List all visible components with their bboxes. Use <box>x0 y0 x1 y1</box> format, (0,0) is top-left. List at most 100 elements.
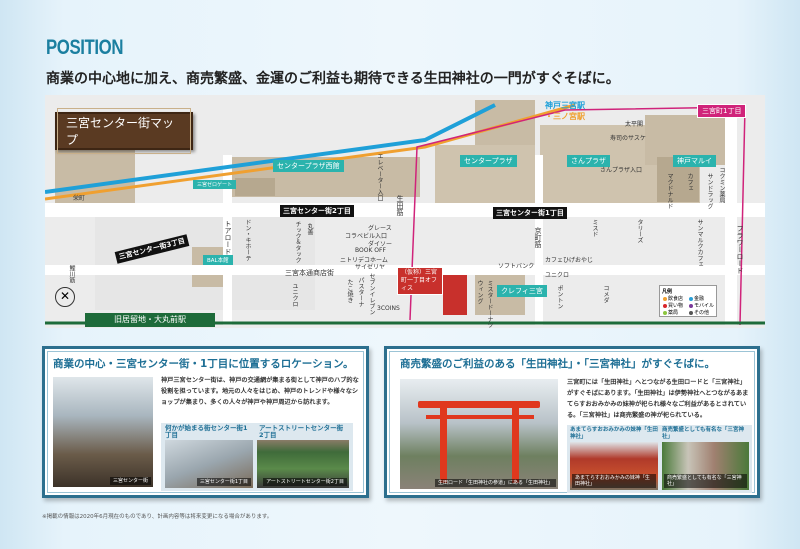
shop-label: カフェ <box>686 173 693 191</box>
ikuta-road-torii-photo: 生田ロード「生田神社の参道」にある「生田神社」 <box>400 379 558 489</box>
shop-label: ソフトバンク <box>498 263 535 270</box>
panel-title: 商業の中心・三宮センター街・1丁目に位置するロケーション。 <box>53 358 354 370</box>
sub-photo-title: あまてらすおおみかみの妹神「生田神社」 <box>570 427 658 440</box>
shop-label: ドン・キホーテ <box>244 219 251 261</box>
photo-caption: 三宮センター街1丁目 <box>196 478 251 486</box>
panel-title: 商売繁盛のご利益のある「生田神社」・「三宮神社」がすぐそばに。 <box>400 358 715 370</box>
legend-label: 薬局 <box>668 310 679 316</box>
torii-pillar <box>440 403 447 483</box>
torii-pillar <box>512 403 519 483</box>
shrine-panel: 商売繁盛のご利益のある「生田神社」・「三宮神社」がすぐそばに。 生田ロード「生田… <box>384 346 760 498</box>
shop-label: ユニクロ <box>291 283 298 307</box>
shop-label: マクドナルド <box>666 173 673 209</box>
legend-label: その他 <box>694 310 710 316</box>
shop-label: ミスド <box>591 219 598 237</box>
shop-label: コクミン薬局 <box>718 167 725 203</box>
shop-label: さんプラザ入口 <box>600 167 643 174</box>
shop-label: たこ焼き <box>346 279 353 303</box>
shop-label: サンドラッグ <box>706 173 713 209</box>
shop-label: サイゼリヤ <box>355 264 386 271</box>
center-street-1-photo: 三宮センター街1丁目 <box>165 440 253 488</box>
building-label: さんプラザ <box>567 155 610 167</box>
legend-title: 凡例 <box>662 289 673 295</box>
section-heading: POSITION <box>46 36 124 59</box>
station-label-sannomiya-jr: ・三ノ宮駅 <box>545 112 585 121</box>
shop-label: 丸善 <box>306 223 313 235</box>
photo-caption: 三宮センター街 <box>109 477 151 485</box>
area-badge: 三宮町1丁目 <box>697 104 747 118</box>
street-label: 三宮センター街2丁目 <box>280 205 354 217</box>
map-title: 三宮センター街マップ <box>55 108 193 154</box>
legend-label: 買い物 <box>668 303 684 309</box>
photo-caption: 生田ロード「生田神社の参道」にある「生田神社」 <box>434 479 556 487</box>
sannomiya-shrine-photo: 商売繁盛としても有名な「三宮神社」 <box>662 442 749 490</box>
footnote: ※掲載の情報は2020年6月現在のものであり、計画内容等は将来変更になる場合があ… <box>42 514 273 520</box>
torii-beam <box>426 415 534 419</box>
map-legend: 凡例 飲食店金融買い物 モバイル薬局 その他 <box>659 285 717 317</box>
panel-body: 三宮町には「生田神社」へとつながる生田ロードと「三宮神社」がすぐそばにあります。… <box>567 379 749 419</box>
building-label: クレフィ三宮 <box>497 285 547 297</box>
compass-icon: ✕ <box>55 287 75 307</box>
street-label: 三宮本通商店街 <box>285 269 334 277</box>
shop-label: BOOK OFF <box>355 247 386 254</box>
shop-label: コメダ <box>602 285 609 303</box>
legend-item: 買い物 <box>662 302 688 309</box>
subway-station-label: 旧居留地・大丸前駅 <box>85 313 215 327</box>
shop-label: タリーズ <box>636 219 643 243</box>
building-label: センタープラザ <box>460 155 517 167</box>
building-label: 三宮ゼロゲート <box>193 180 237 189</box>
sub-photo-title: 商売繁盛としても有名な「三宮神社」 <box>662 427 745 440</box>
shop-label: ニトリデコホーム <box>340 257 388 264</box>
map-title-text: 三宮センター街マップ <box>57 108 191 154</box>
building-label: 神戸マルイ <box>673 155 716 167</box>
shop-label: エレベーター入口 <box>376 153 383 201</box>
photo-caption: あまてらすおおみかみの妹神「生田神社」 <box>572 474 656 488</box>
shop-label: 太平閣 <box>625 121 644 128</box>
legend-item: 薬局 <box>662 309 688 316</box>
location-panel: 商業の中心・三宮センター街・1丁目に位置するロケーション。 三宮センター街 神戸… <box>42 346 369 498</box>
street-label: フラワーロード <box>736 225 744 274</box>
shop-label: 寿司のサスケ <box>610 135 646 142</box>
legend-dot-icon <box>663 303 667 308</box>
sub-photo-title: アートストリートセンター街2丁目 <box>259 424 344 439</box>
shop-label: グレース <box>368 225 392 232</box>
shop-label: セブンイレブン <box>368 273 375 315</box>
area-map: 三宮センター街マップ 神戸三宮駅 ・三ノ宮駅 三宮町1丁目 センタープラザ西館 … <box>45 95 765 328</box>
street-label: 鯉川筋 <box>68 265 75 283</box>
legend-items: 飲食店金融買い物 モバイル薬局 その他 <box>662 295 714 316</box>
legend-label: モバイル <box>693 303 714 309</box>
street-label: トアロード <box>224 220 232 255</box>
shop-label: ダイソー <box>368 241 393 248</box>
sub-photos: あまてらすおおみかみの妹神「生田神社」 商売繁盛としても有名な「三宮神社」 あま… <box>567 425 752 493</box>
shop-label: コラベビル入口 <box>345 233 388 240</box>
legend-item: 飲食店 <box>662 295 688 302</box>
art-street-photo: アートストリートセンター街2丁目 <box>257 440 349 488</box>
station-label-sannomiya: 神戸三宮駅 <box>545 101 585 110</box>
legend-item: その他 <box>688 309 714 316</box>
shop-label: サンマルクカフェ <box>696 219 703 267</box>
legend-dot-icon <box>689 310 693 315</box>
legend-item: モバイル <box>688 302 714 309</box>
photo-caption: 商売繁盛としても有名な「三宮神社」 <box>664 474 747 488</box>
street-label: 生田筋 <box>396 195 404 216</box>
legend-label: 飲食店 <box>668 296 684 302</box>
legend-dot-icon <box>689 296 693 301</box>
street-label: 三宮センター街1丁目 <box>493 207 567 219</box>
legend-item: 金融 <box>688 295 714 302</box>
panel-body: 神戸三宮センター街は、神戸の交通網が集まる街として神戸のハブ的な役割を担っていま… <box>161 377 359 406</box>
office-building <box>443 275 467 315</box>
arcade-photo: 三宮センター街 <box>53 377 153 487</box>
legend-dot-icon <box>663 296 667 301</box>
shop-label: ミスタードーナツ <box>486 280 493 328</box>
sub-photos: 何かが始まる街センター街1丁目 アートストリートセンター街2丁目 三宮センター街… <box>161 423 353 491</box>
legend-dot-icon <box>663 310 667 315</box>
photo-caption: アートストリートセンター街2丁目 <box>263 478 347 486</box>
shop-label: ウィング <box>476 280 483 304</box>
building-label: BAL本館 <box>203 255 233 265</box>
shop-label: カフェひげおやじ <box>545 257 594 264</box>
lead-text: 商業の中心地に加え、商売繁盛、金運のご利益も期待できる生田神社の一門がすぐそばに… <box>46 71 620 87</box>
street-label: 京町筋 <box>534 227 542 248</box>
ikuta-shrine-photo: あまてらすおおみかみの妹神「生田神社」 <box>570 442 658 490</box>
office-label: （仮称）三宮町一丁目オフィス <box>397 267 443 295</box>
torii-beam <box>418 401 540 408</box>
